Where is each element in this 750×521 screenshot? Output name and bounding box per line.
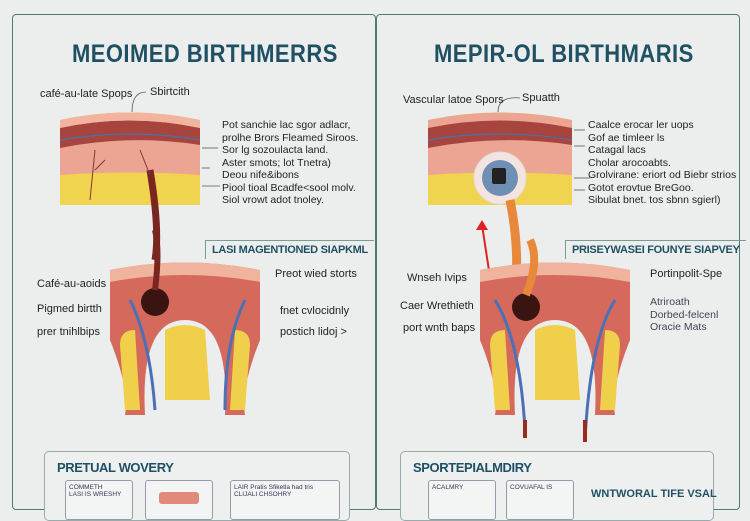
right-top-label-2: Spuatth bbox=[522, 92, 560, 104]
note-line: Pot sanchie lac sgor adlacr, bbox=[222, 119, 351, 131]
note-line: Grolvirane: eriort od Biebr strios bbox=[588, 169, 737, 181]
left-bottom-label-3: prer tnihlbips bbox=[37, 326, 100, 338]
note-line: Sibulat bnet. tos sbnn sgierl) bbox=[588, 194, 721, 206]
left-box-title: LASI MAGENTIONED SIAPKML bbox=[205, 240, 374, 259]
right-mini-card-1: ACALMRY bbox=[428, 480, 496, 520]
note-line: Aster smots; lot Tnetra) bbox=[222, 156, 331, 169]
right-bottom-label-1: Wnseh Ivips bbox=[407, 272, 467, 284]
mini-text: COVUAFAL IS bbox=[510, 484, 553, 491]
note-line: Piool tioal Bcadfe<sool molv. bbox=[222, 181, 356, 194]
right-top-label-1: Vascular latoe Spors bbox=[403, 94, 504, 106]
note-line: Siol vrowt adot tnoley. bbox=[222, 194, 324, 206]
mini-text: ACALMRY bbox=[432, 484, 464, 491]
left-bottom-label-5: fnet cvlocidnly bbox=[280, 305, 350, 317]
note-line: Gof ae timleer ls bbox=[588, 131, 665, 144]
note-line: Deou nife&ibons bbox=[222, 169, 300, 181]
right-bottom-label-4: Portinpolit-Spe bbox=[650, 268, 723, 280]
mini-text: LAIR Pratis Sfiketla had tris bbox=[234, 484, 314, 491]
left-bottom-label-6: postich lidoj > bbox=[280, 326, 347, 338]
note-line: Cholar arocoabts. bbox=[588, 156, 671, 169]
left-bottom-label-4: Preot wied storts bbox=[275, 268, 357, 280]
left-bottom-label-2: Pigmed birtth bbox=[37, 303, 102, 315]
right-box-title: PRISEYWASEI FOUNYE SIAPVEY bbox=[565, 240, 746, 259]
mini-text: COMMETH bbox=[69, 484, 103, 491]
right-bottom-notes: Atriroath Dorbed-felcenl Oracie Mats bbox=[650, 296, 718, 334]
note-line: Gotot erovtue BreGoo. bbox=[588, 181, 694, 194]
right-summary-heading: WNTWORAL TIFE VSAL bbox=[591, 488, 717, 500]
note-line: Sor lg sozoulacta land. bbox=[222, 144, 329, 156]
right-title: MEPIR-OL BIRTHMARIS bbox=[434, 40, 694, 68]
right-bottom-label-2: Caer Wrethieth bbox=[400, 300, 474, 312]
note-line: Caalce erocar ler uops bbox=[588, 119, 694, 131]
right-summary-title: SPORTEPIALMDIRY bbox=[413, 460, 532, 475]
right-mini-card-2: COVUAFAL IS bbox=[506, 480, 574, 520]
note-line: Catagal lacs bbox=[588, 144, 646, 156]
left-top-notes: Pot sanchie lac sgor adlacr, prolhe Bror… bbox=[222, 119, 359, 207]
left-mini-card-2 bbox=[145, 480, 213, 520]
right-summary-box: SPORTEPIALMDIRY ACALMRY COVUAFAL IS WNTW… bbox=[400, 451, 717, 521]
mini-text: LASI IS WRESHY bbox=[69, 491, 122, 498]
left-top-label-2: Sbirtcith bbox=[150, 86, 190, 98]
note-line: Atriroath bbox=[650, 296, 690, 308]
mini-text: CLIJALI CHSOHRY bbox=[234, 491, 292, 498]
right-bottom-label-3: port wnth baps bbox=[403, 322, 476, 334]
note-line: prolhe Brors Fleamed Siroos. bbox=[222, 131, 359, 144]
left-bottom-label-1: Café-au-aoids bbox=[37, 278, 107, 290]
left-top-label-1: café-au-late Spops bbox=[40, 88, 133, 100]
note-line: Oracie Mats bbox=[650, 321, 707, 333]
left-top-skin-diagram bbox=[59, 91, 630, 442]
left-summary-title: PRETUAL WOVERY bbox=[57, 460, 174, 475]
right-top-notes: Caalce erocar ler uops Gof ae timleer ls… bbox=[588, 119, 736, 207]
note-line: Dorbed-felcenl bbox=[650, 308, 719, 321]
left-title: MEOIMED BIRTHMERRS bbox=[72, 40, 338, 68]
